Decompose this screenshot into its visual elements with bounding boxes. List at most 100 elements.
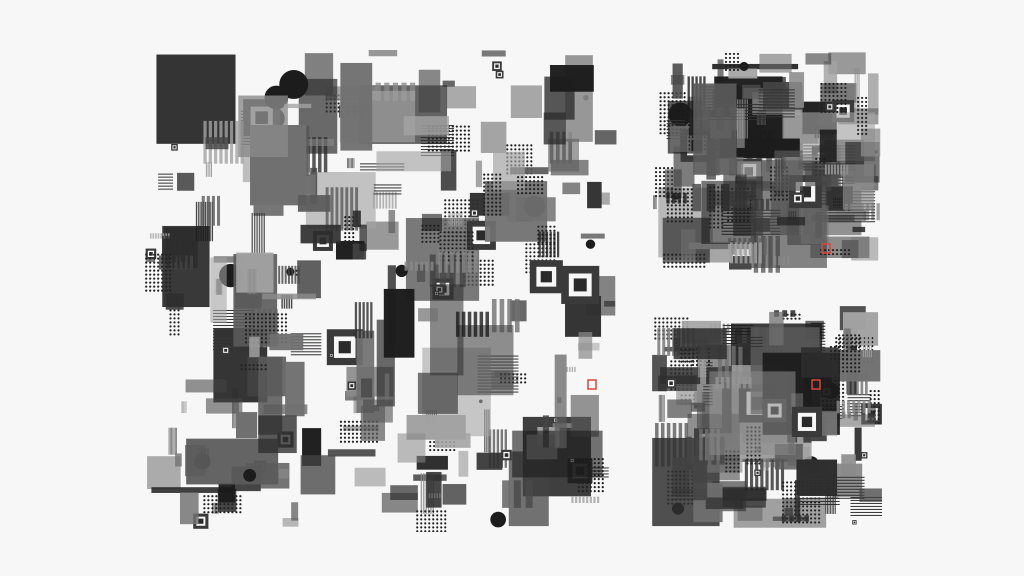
dot bbox=[439, 137, 442, 140]
stripe bbox=[691, 76, 694, 118]
dot bbox=[487, 213, 490, 216]
ink-stripes bbox=[281, 294, 293, 309]
dot bbox=[721, 190, 724, 193]
dot bbox=[683, 96, 686, 99]
hatch-line bbox=[850, 508, 882, 510]
dot bbox=[532, 188, 536, 191]
dot bbox=[165, 269, 168, 272]
ink-block bbox=[604, 300, 616, 307]
dot bbox=[260, 321, 264, 324]
stripe bbox=[758, 111, 760, 125]
dot bbox=[679, 253, 682, 256]
dot bbox=[528, 176, 532, 179]
dot-grid bbox=[240, 364, 267, 371]
dot bbox=[169, 325, 172, 328]
stripe bbox=[760, 455, 762, 468]
dot bbox=[352, 240, 355, 243]
ink-stripes bbox=[763, 446, 769, 471]
dot bbox=[177, 325, 180, 328]
dot bbox=[593, 485, 596, 489]
dot bbox=[444, 211, 447, 214]
ink-block bbox=[177, 172, 195, 191]
dot bbox=[516, 188, 520, 191]
stripe bbox=[376, 191, 378, 209]
hatch-lines bbox=[737, 336, 763, 347]
dot bbox=[654, 333, 657, 336]
stripe bbox=[372, 191, 375, 209]
hatch-line bbox=[850, 511, 882, 513]
dot bbox=[581, 489, 584, 493]
dot bbox=[679, 265, 682, 268]
dot bbox=[802, 513, 805, 516]
dot bbox=[663, 108, 666, 111]
framed-square-inner bbox=[198, 518, 204, 524]
ink-block bbox=[205, 137, 229, 150]
dot bbox=[518, 144, 521, 147]
dot bbox=[814, 505, 817, 508]
dot bbox=[157, 261, 160, 264]
dot bbox=[674, 321, 677, 324]
hatch-line bbox=[672, 492, 706, 494]
dot bbox=[440, 518, 443, 521]
dot bbox=[264, 368, 267, 371]
dot bbox=[435, 137, 438, 140]
dot bbox=[666, 204, 669, 207]
stripe bbox=[290, 294, 293, 309]
stripe bbox=[287, 265, 290, 284]
hatch-line bbox=[290, 336, 322, 338]
dot bbox=[444, 199, 447, 202]
stripe bbox=[431, 493, 433, 499]
dot bbox=[520, 381, 523, 384]
stripe bbox=[352, 158, 354, 169]
ink-stripes bbox=[212, 502, 219, 514]
ink-stripes bbox=[372, 191, 397, 209]
dot bbox=[483, 197, 486, 200]
dot bbox=[487, 205, 490, 208]
dot bbox=[737, 466, 740, 469]
dot bbox=[351, 428, 355, 431]
stripe bbox=[840, 196, 842, 208]
dot bbox=[491, 259, 494, 262]
dot bbox=[786, 505, 789, 508]
stripe bbox=[865, 203, 870, 221]
dot bbox=[227, 503, 230, 506]
dot bbox=[447, 235, 450, 238]
dot bbox=[593, 481, 596, 485]
dot bbox=[421, 236, 424, 239]
ink-stripes bbox=[833, 196, 842, 208]
dot bbox=[835, 252, 839, 256]
ink-block bbox=[249, 336, 260, 358]
dot-grid bbox=[666, 188, 693, 223]
dot bbox=[483, 209, 486, 212]
dot bbox=[842, 370, 845, 373]
stripe bbox=[867, 400, 871, 414]
dot bbox=[769, 190, 773, 193]
hatch-line bbox=[703, 380, 713, 382]
dot bbox=[344, 256, 347, 259]
dot bbox=[674, 212, 677, 215]
ink-block bbox=[426, 471, 442, 508]
dot bbox=[659, 96, 662, 99]
ink-block bbox=[354, 467, 386, 487]
hatch-line bbox=[672, 498, 706, 500]
dot-grid bbox=[169, 309, 180, 336]
ink-block bbox=[594, 130, 617, 145]
dot bbox=[479, 263, 482, 266]
dot bbox=[284, 317, 288, 320]
dot bbox=[428, 518, 431, 521]
hatch-line bbox=[819, 218, 876, 220]
dot bbox=[145, 281, 148, 284]
dot bbox=[837, 357, 841, 361]
dot bbox=[674, 208, 677, 211]
dot bbox=[865, 116, 868, 120]
dot bbox=[717, 194, 720, 197]
dot bbox=[244, 313, 248, 316]
ink-stripes bbox=[205, 161, 212, 177]
hatch-line bbox=[847, 394, 871, 396]
dot bbox=[520, 176, 524, 179]
hatch-line bbox=[290, 339, 322, 341]
stripe bbox=[450, 251, 454, 273]
dot bbox=[717, 206, 720, 209]
dot bbox=[165, 261, 168, 264]
dot bbox=[371, 440, 375, 443]
